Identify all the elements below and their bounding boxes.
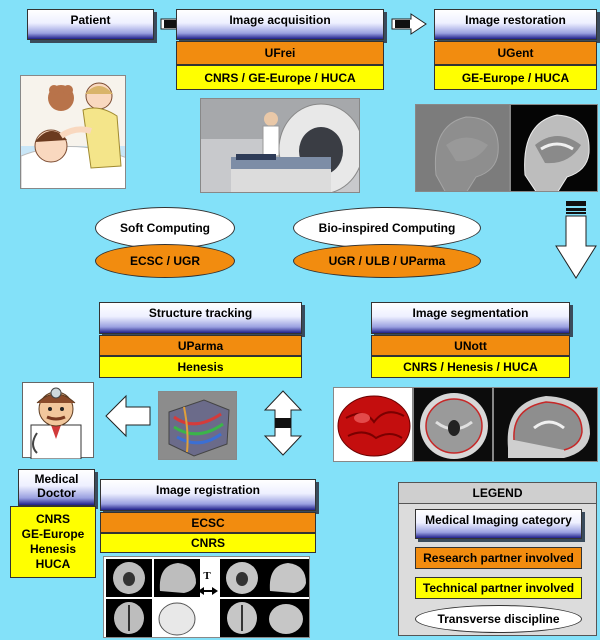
image-acquisition-header: Image acquisition (176, 9, 384, 40)
structure-tracking-header: Structure tracking (99, 302, 302, 334)
image-restoration-title: Image restoration (465, 13, 566, 27)
legend-title-label: LEGEND (472, 486, 523, 500)
partner-label: Henesis (29, 542, 77, 556)
image-acquisition-research: UFrei (176, 41, 384, 65)
noisy-brain-slice (416, 105, 509, 191)
soft-computing-partners-label: ECSC / UGR (129, 254, 200, 268)
image-registration-figure: T (103, 556, 310, 638)
mri-scanner-photo (200, 98, 360, 193)
medical-doctor-label: Medical Doctor (34, 472, 78, 500)
segmented-brain-sagittal (493, 387, 598, 462)
sagittal-slice (494, 388, 597, 461)
image-segmentation-research: UNott (371, 335, 570, 356)
research-partner-label: ECSC (191, 515, 225, 530)
legend-research: Research partner involved (415, 547, 582, 569)
technical-partner-label: CNRS / GE-Europe / HUCA (204, 70, 356, 85)
arrow-up-down-icon (263, 390, 303, 456)
partner-label: HUCA (35, 557, 71, 571)
technical-partner-label: CNRS (190, 536, 225, 550)
fiber-tracking-volume (159, 392, 236, 459)
arrow-down-icon (555, 201, 597, 279)
image-restoration-technical: GE-Europe / HUCA (434, 65, 597, 90)
legend-title: LEGEND (398, 482, 597, 504)
bio-inspired-label: Bio-inspired Computing (318, 221, 456, 235)
soft-computing-label: Soft Computing (120, 221, 210, 235)
structure-tracking-technical: Henesis (99, 356, 302, 378)
image-registration-title: Image registration (155, 483, 261, 497)
arrow-right-icon (391, 13, 427, 35)
doctor-illustration (22, 382, 94, 459)
registration-brain-pairs: T (104, 557, 309, 637)
red-brain-render (334, 388, 412, 461)
bio-inspired-partners-label: UGR / ULB / UParma (328, 254, 446, 268)
image-acquisition-title: Image acquisition (229, 13, 331, 27)
research-partner-label: UFrei (264, 46, 296, 60)
soft-computing-ellipse: Soft Computing (95, 207, 235, 249)
research-partner-label: UParma (177, 338, 224, 353)
doctor-icon (30, 387, 82, 459)
image-registration-research: ECSC (100, 512, 316, 533)
image-segmentation-header: Image segmentation (371, 302, 570, 334)
patient-label: Patient (70, 13, 111, 27)
image-segmentation-title: Image segmentation (412, 306, 529, 320)
structure-tracking-title: Structure tracking (148, 306, 253, 320)
technical-partner-label: Henesis (177, 360, 224, 374)
legend-category: Medical Imaging category (415, 509, 582, 539)
bio-inspired-ellipse: Bio-inspired Computing (293, 207, 481, 249)
legend-research-label: Research partner involved (423, 551, 574, 565)
image-segmentation-technical: CNRS / Henesis / HUCA (371, 356, 570, 378)
research-partner-label: UNott (454, 338, 487, 353)
technical-partner-label: CNRS / Henesis / HUCA (403, 360, 538, 374)
image-registration-technical: CNRS (100, 533, 316, 553)
segmented-brain-coronal (413, 387, 493, 462)
medical-doctor-header: Medical Doctor (18, 469, 95, 506)
image-restoration-research: UGent (434, 41, 597, 65)
noisy-mri-image (415, 104, 510, 192)
image-restoration-header: Image restoration (434, 9, 597, 40)
legend-category-label: Medical Imaging category (425, 513, 572, 527)
legend-transverse-label: Transverse discipline (437, 612, 560, 626)
patient-box: Patient (27, 9, 154, 40)
patient-illustration (20, 75, 126, 189)
image-registration-header: Image registration (100, 479, 316, 511)
segmented-brain-3d (333, 387, 413, 462)
partner-label: CNRS (35, 512, 70, 526)
partner-label: GE-Europe (21, 527, 85, 541)
restored-brain-slice (511, 105, 597, 191)
mri-scanner-image (201, 99, 359, 192)
bio-inspired-partners: UGR / ULB / UParma (293, 244, 481, 278)
patient-care-image (21, 76, 125, 188)
arrow-left-icon (105, 394, 151, 438)
medical-doctor-label-line2: Doctor (37, 486, 76, 500)
research-partner-label: UGent (497, 46, 534, 60)
restored-mri-image (510, 104, 598, 192)
medical-doctor-partners: CNRS GE-Europe Henesis HUCA (10, 506, 96, 578)
structure-tracking-image (158, 391, 237, 460)
structure-tracking-research: UParma (99, 335, 302, 356)
coronal-slice (414, 388, 492, 461)
medical-doctor-label-line1: Medical (34, 472, 79, 486)
legend-technical-label: Technical partner involved (422, 581, 575, 595)
technical-partner-label: GE-Europe / HUCA (461, 70, 570, 85)
soft-computing-partners: ECSC / UGR (95, 244, 235, 278)
transform-label: T (203, 570, 211, 582)
image-acquisition-technical: CNRS / GE-Europe / HUCA (176, 65, 384, 90)
legend-technical: Technical partner involved (415, 577, 582, 599)
legend-transverse: Transverse discipline (415, 605, 582, 633)
